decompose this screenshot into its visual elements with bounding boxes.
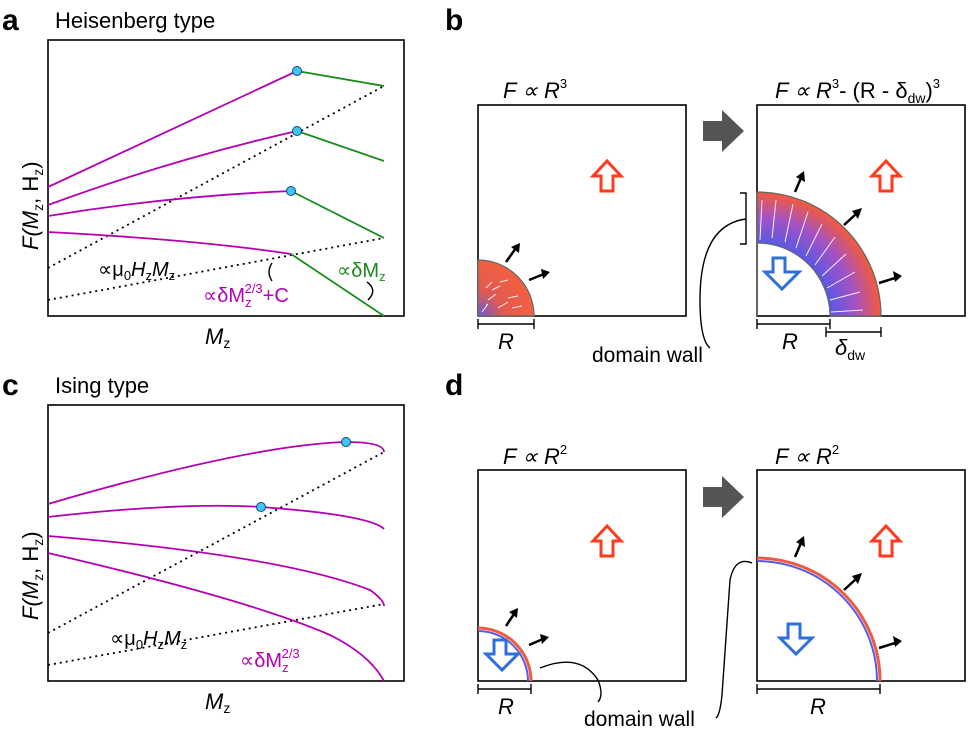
panel-d-left-R-dimension <box>477 684 532 694</box>
panel-d-left-box <box>477 469 687 682</box>
panel-a-y-label: F(Mz, Hz) <box>18 161 46 250</box>
panel-d-small-wall-red <box>477 626 533 682</box>
panel-c-plot-frame <box>47 404 405 682</box>
panel-b-small-spin-texture <box>481 279 523 313</box>
panel-d-right-R-dimension <box>756 684 881 694</box>
panel-b-right-outward-arrows <box>793 171 902 285</box>
panel-d-right-outward-arrows <box>793 536 902 650</box>
panel-d-domain-wall-leader-left <box>539 661 602 703</box>
panel-c-y-label: F(Mz, Hz) <box>18 531 46 620</box>
panel-b-wall-bracket <box>740 192 747 245</box>
panel-d-small-wall-blue <box>477 630 529 682</box>
panel-b-left-R-label: R <box>498 329 514 354</box>
panel-a-magenta-curves <box>47 70 298 255</box>
transition-arrow <box>703 476 744 518</box>
panel-a-green-leader <box>366 281 374 301</box>
panel-d-big-wall-red <box>756 556 882 682</box>
panel-d-letter: d <box>445 369 463 402</box>
panel-d-domain-wall-label: domain wall <box>584 708 695 731</box>
panel-b-wall-spin-texture <box>759 199 864 313</box>
panel-a-zeeman-lines <box>47 85 385 301</box>
panel-b-formula-right: F ∝ R3- (R - δdw)3 <box>775 76 940 106</box>
panel-d: d F ∝ R2 F ∝ R2 R domain wall <box>445 369 966 731</box>
down-magnetization-arrow <box>482 638 522 673</box>
panel-a-title: Heisenberg type <box>55 8 215 33</box>
panel-a-magenta-leader <box>268 262 273 282</box>
panel-d-formula-right: F ∝ R2 <box>775 442 839 469</box>
panel-a-letter: a <box>2 4 19 37</box>
panel-c-magenta-curves <box>47 441 385 682</box>
panel-b-domain-wall-leader <box>699 218 747 349</box>
transition-arrow <box>703 110 744 152</box>
panel-b-small-outward-arrows <box>504 243 550 282</box>
panel-b-domain-wall-label: domain wall <box>592 344 703 367</box>
panel-d-big-wall-blue <box>756 560 878 682</box>
up-magnetization-arrow <box>589 158 625 193</box>
panel-c-zeeman-annotation: ∝μ0HzMz <box>110 628 187 652</box>
panel-a-green-curves <box>290 70 385 317</box>
up-magnetization-arrow <box>868 158 904 193</box>
panel-a: a Heisenberg type F(Mz, Hz) Mz <box>2 4 405 351</box>
panel-b-right-R-label: R <box>782 329 798 354</box>
transition-point-marker <box>256 502 266 512</box>
panel-c: c Ising type F(Mz, Hz) Mz ∝μ0HzMz ∝δMz2/… <box>2 369 405 716</box>
panel-b-right-R-dimension <box>756 319 882 337</box>
panel-b-left-R-dimension <box>477 319 535 329</box>
panel-a-magenta-annotation: ∝δMz2/3+C <box>203 281 289 310</box>
transition-point-marker <box>292 66 302 76</box>
transition-point-marker <box>341 437 351 447</box>
panel-b-delta-label: δdw <box>835 335 866 363</box>
panel-a-zeeman-annotation: ∝μ0HzMz <box>98 259 175 283</box>
panel-d-right-box <box>756 469 966 682</box>
panel-b: b F ∝ R3 F ∝ R3- (R - δdw)3 R <box>445 4 966 367</box>
up-magnetization-arrow <box>589 523 625 558</box>
panel-b-domain-wall-region <box>756 191 882 317</box>
panel-c-letter: c <box>2 369 19 402</box>
panel-a-green-annotation: ∝δMz <box>337 260 386 284</box>
transition-point-marker <box>292 126 302 136</box>
down-magnetization-arrow <box>761 256 803 292</box>
transition-point-marker <box>286 186 296 196</box>
panel-c-zeeman-lines <box>47 451 385 666</box>
panel-c-magenta-annotation: ∝δMz2/3 <box>240 646 300 675</box>
down-magnetization-arrow <box>776 622 816 657</box>
panel-b-left-box <box>477 104 687 317</box>
panel-d-left-R-label: R <box>498 694 514 719</box>
panel-d-right-R-label: R <box>810 694 826 719</box>
panel-d-domain-wall-leader-right <box>715 560 753 719</box>
up-magnetization-arrow <box>868 523 904 558</box>
panel-c-x-label: Mz <box>205 689 230 716</box>
panel-b-formula-left: F ∝ R3 <box>503 76 567 103</box>
panel-a-x-label: Mz <box>205 324 230 351</box>
panel-b-small-domain <box>477 259 535 317</box>
panel-d-formula-left: F ∝ R2 <box>503 442 567 469</box>
panel-c-title: Ising type <box>55 373 149 398</box>
panel-c-markers <box>256 437 351 512</box>
panel-b-letter: b <box>445 4 463 37</box>
panel-a-markers <box>286 66 302 196</box>
panel-a-plot-frame <box>47 39 405 317</box>
panel-d-small-outward-arrows <box>504 608 549 647</box>
